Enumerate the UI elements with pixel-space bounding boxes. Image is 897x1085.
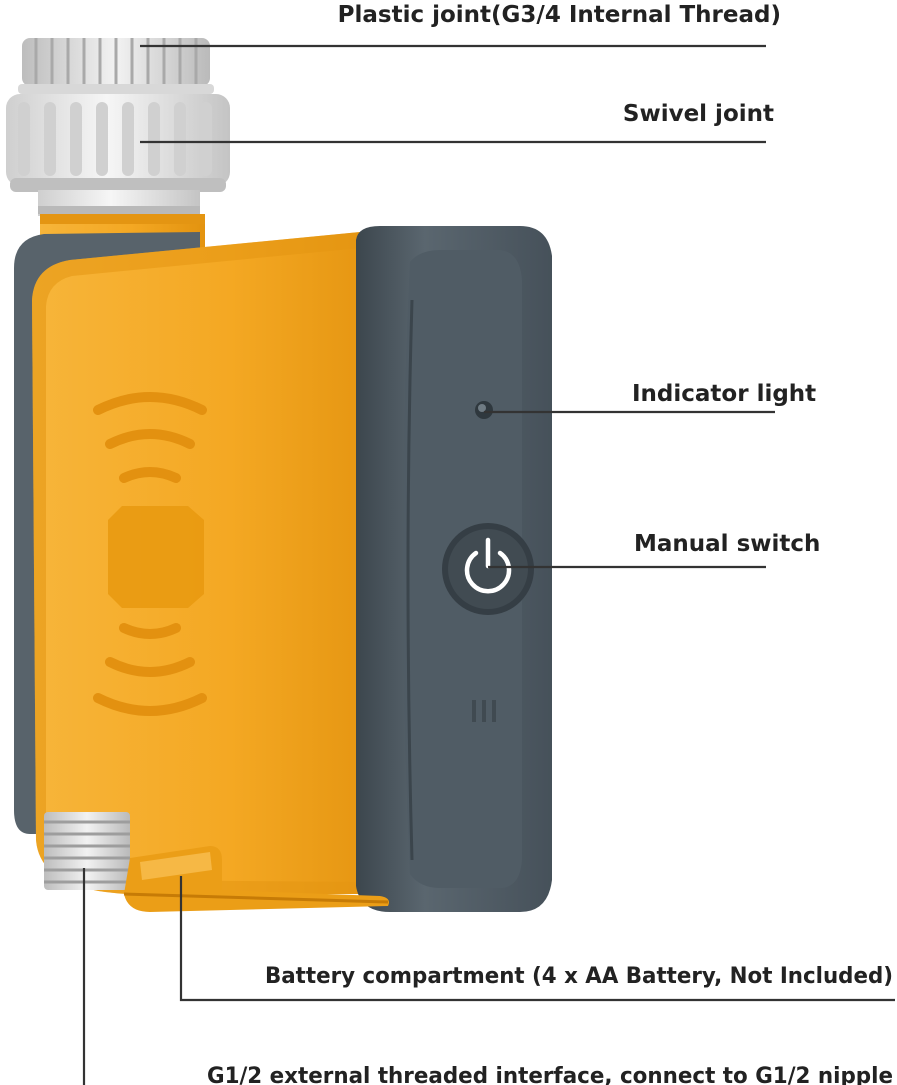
label-plastic-joint: Plastic joint(G3/4 Internal Thread): [338, 2, 781, 28]
leader-battery-compartment: [179, 876, 895, 1002]
swivel-joint: [6, 94, 230, 216]
manual-switch-button[interactable]: [442, 523, 534, 615]
label-indicator-light: Indicator light: [632, 381, 816, 407]
outlet-thread: [44, 812, 130, 890]
label-swivel-joint: Swivel joint: [623, 101, 774, 127]
body-emblem: [108, 506, 204, 608]
label-external-interface: G1/2 external threaded interface, connec…: [207, 1064, 893, 1085]
power-icon: [464, 537, 512, 594]
indicator-light: [475, 401, 493, 419]
panel-marks: [472, 700, 496, 722]
timer-body: [32, 232, 392, 894]
label-manual-switch: Manual switch: [634, 531, 820, 557]
wireless-signal-icon: [93, 392, 207, 716]
plastic-joint: [18, 38, 214, 94]
callout-lines: [82, 44, 895, 1085]
label-battery-compartment: Battery compartment (4 x AA Battery, Not…: [265, 964, 893, 989]
battery-compartment[interactable]: [123, 846, 389, 912]
